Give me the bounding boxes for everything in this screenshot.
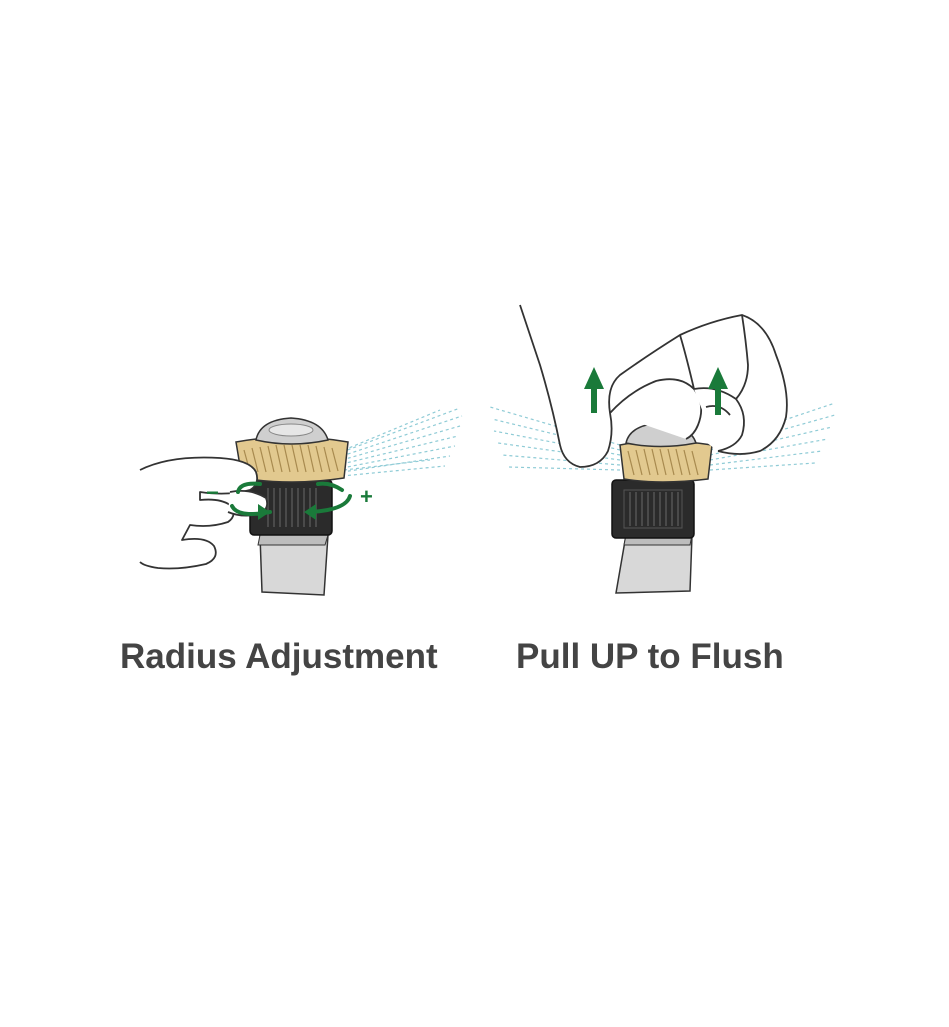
- plus-sign: +: [360, 484, 373, 509]
- radius-adjustment-drawing: − +: [139, 407, 463, 596]
- caption-pull-up-to-flush: Pull UP to Flush: [516, 637, 784, 676]
- caption-radius-adjustment: Radius Adjustment: [120, 637, 438, 676]
- up-arrow-icon: [708, 367, 728, 415]
- riser-collar: [257, 534, 329, 546]
- pull-up-to-flush-illustration: [480, 295, 850, 620]
- body-grip-ridges: [267, 488, 317, 527]
- minus-sign: −: [206, 480, 219, 505]
- radius-adjustment-illustration: − +: [110, 380, 480, 620]
- water-spray: [341, 407, 463, 477]
- up-arrow-icon: [584, 367, 604, 413]
- brass-knurling: [627, 448, 699, 476]
- body-grip-ridges: [629, 492, 679, 526]
- rotate-arrowheads: [258, 504, 316, 520]
- pull-up-drawing: [489, 304, 836, 594]
- hand: [519, 304, 788, 468]
